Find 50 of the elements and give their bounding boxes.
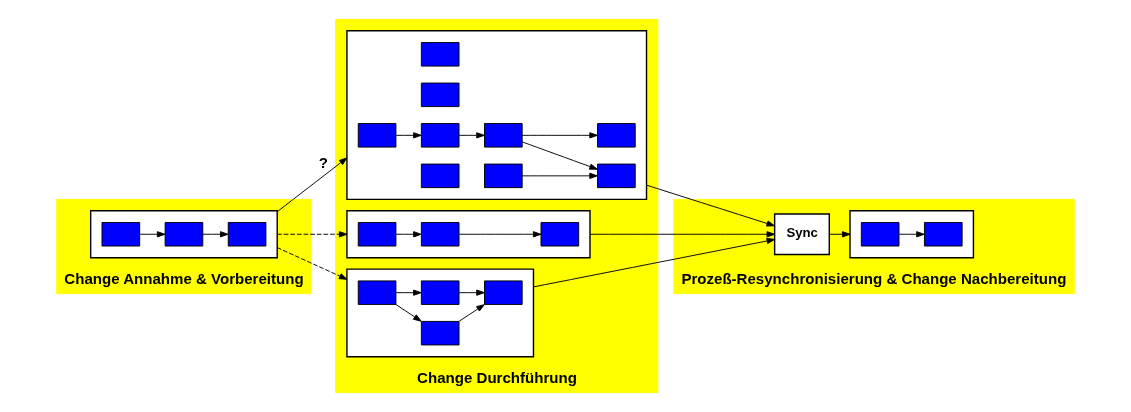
arrow xyxy=(276,231,348,238)
node-box xyxy=(357,123,397,148)
node-box xyxy=(484,280,523,305)
arrow xyxy=(202,231,229,238)
arrow xyxy=(395,289,422,296)
arrow xyxy=(533,237,775,288)
arrow xyxy=(139,231,166,238)
edge-label: ? xyxy=(318,154,328,172)
cluster xyxy=(849,210,975,259)
arrow xyxy=(276,157,348,213)
arrow xyxy=(829,231,851,238)
cluster xyxy=(89,210,278,259)
node-box xyxy=(597,123,636,148)
node-box xyxy=(540,222,580,247)
cluster xyxy=(346,30,648,201)
node-box xyxy=(227,222,267,247)
node-box xyxy=(484,123,523,148)
arrow xyxy=(395,132,422,139)
arrow xyxy=(458,304,485,322)
arrow xyxy=(458,132,485,139)
node-box xyxy=(597,163,636,189)
arrow xyxy=(589,231,775,238)
arrow xyxy=(521,141,598,170)
arrow xyxy=(276,247,348,280)
node-box xyxy=(420,163,460,189)
node-box xyxy=(420,123,460,148)
node-box xyxy=(101,222,141,247)
node-box xyxy=(420,280,460,305)
node-box: Sync xyxy=(773,213,830,256)
arrow xyxy=(521,172,598,179)
cluster: Change Annahme & Vorbereitung xyxy=(56,198,312,295)
arrow xyxy=(395,304,422,322)
cluster xyxy=(346,210,591,259)
arrow xyxy=(458,231,542,238)
node-box xyxy=(420,82,460,108)
arrow xyxy=(458,289,485,296)
node-box xyxy=(484,163,523,189)
arrow xyxy=(646,184,775,227)
arrow xyxy=(898,231,925,238)
node-box xyxy=(420,222,460,247)
node-box xyxy=(923,222,963,247)
node-box xyxy=(164,222,204,247)
arrow xyxy=(395,231,422,238)
node-box xyxy=(420,42,460,67)
arrow xyxy=(521,132,598,139)
cluster xyxy=(346,268,535,358)
node-box xyxy=(357,222,397,247)
node-box xyxy=(860,222,900,247)
node-box xyxy=(420,320,460,346)
node-box xyxy=(357,280,397,305)
